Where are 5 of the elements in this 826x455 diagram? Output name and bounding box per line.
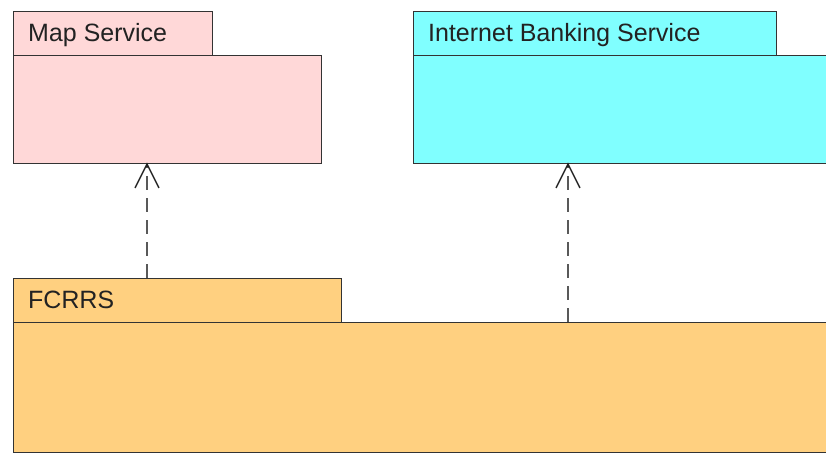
dependency-arrow [134, 163, 160, 278]
package-tab: Internet Banking Service [413, 11, 777, 55]
package-tab: FCRRS [13, 278, 342, 322]
dependency-arrow [555, 163, 581, 322]
package-tab: Map Service [13, 11, 213, 55]
